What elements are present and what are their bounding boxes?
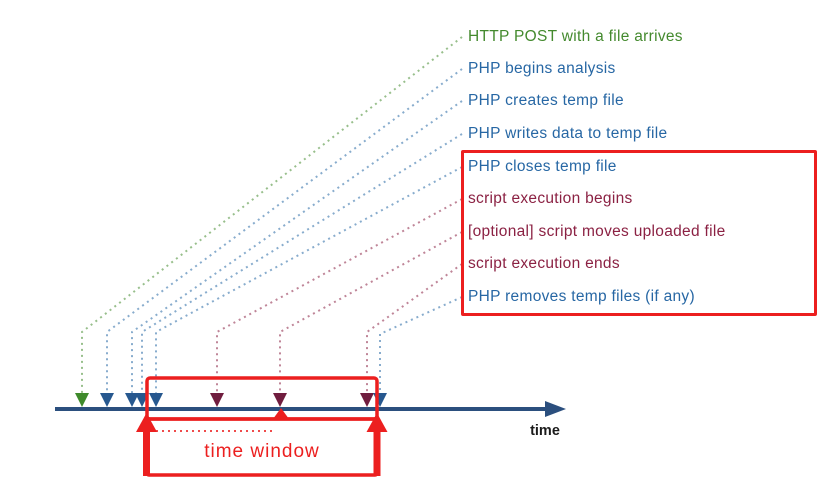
event-arrow-script-ends xyxy=(360,393,374,407)
connector-line-begins-analysis xyxy=(106,68,463,393)
event-label-writes-data: PHP writes data to temp file xyxy=(468,125,668,142)
window-start-arrow-icon xyxy=(136,413,157,476)
event-arrow-begins-analysis xyxy=(100,393,114,407)
event-label-closes-temp: PHP closes temp file xyxy=(468,158,617,175)
event-arrow-http-post xyxy=(75,393,89,407)
event-label-begins-analysis: PHP begins analysis xyxy=(468,60,616,77)
event-label-script-ends: script execution ends xyxy=(468,255,620,272)
connector-line-removes-temp xyxy=(379,296,463,393)
event-arrow-script-moves xyxy=(273,393,287,407)
connector-line-http-post xyxy=(81,36,463,393)
event-label-creates-temp: PHP creates temp file xyxy=(468,92,624,109)
sub-window-end-arrow-icon xyxy=(273,408,289,419)
time-axis-arrowhead-icon xyxy=(545,401,566,417)
event-arrow-creates-temp xyxy=(125,393,139,407)
connector-line-closes-temp xyxy=(155,166,463,393)
event-label-script-begins: script execution begins xyxy=(468,190,633,207)
connector-line-script-ends xyxy=(366,263,463,393)
highlighted-events-box xyxy=(461,150,817,316)
connector-line-creates-temp xyxy=(131,100,463,393)
time-window-highlight-box xyxy=(145,376,379,421)
time-axis-label: time xyxy=(530,423,560,439)
connector-line-writes-data xyxy=(141,133,463,393)
window-end-arrow-icon xyxy=(366,413,388,476)
event-label-script-moves: [optional] script moves uploaded file xyxy=(468,223,726,240)
connector-line-script-moves xyxy=(279,231,463,393)
time-window-label: time window xyxy=(204,441,320,462)
event-label-removes-temp: PHP removes temp files (if any) xyxy=(468,288,695,305)
event-arrow-removes-temp xyxy=(373,393,387,407)
event-arrow-script-begins xyxy=(210,393,224,407)
event-arrow-closes-temp xyxy=(149,393,163,407)
event-label-http-post: HTTP POST with a file arrives xyxy=(468,28,683,45)
connector-line-script-begins xyxy=(216,198,463,393)
